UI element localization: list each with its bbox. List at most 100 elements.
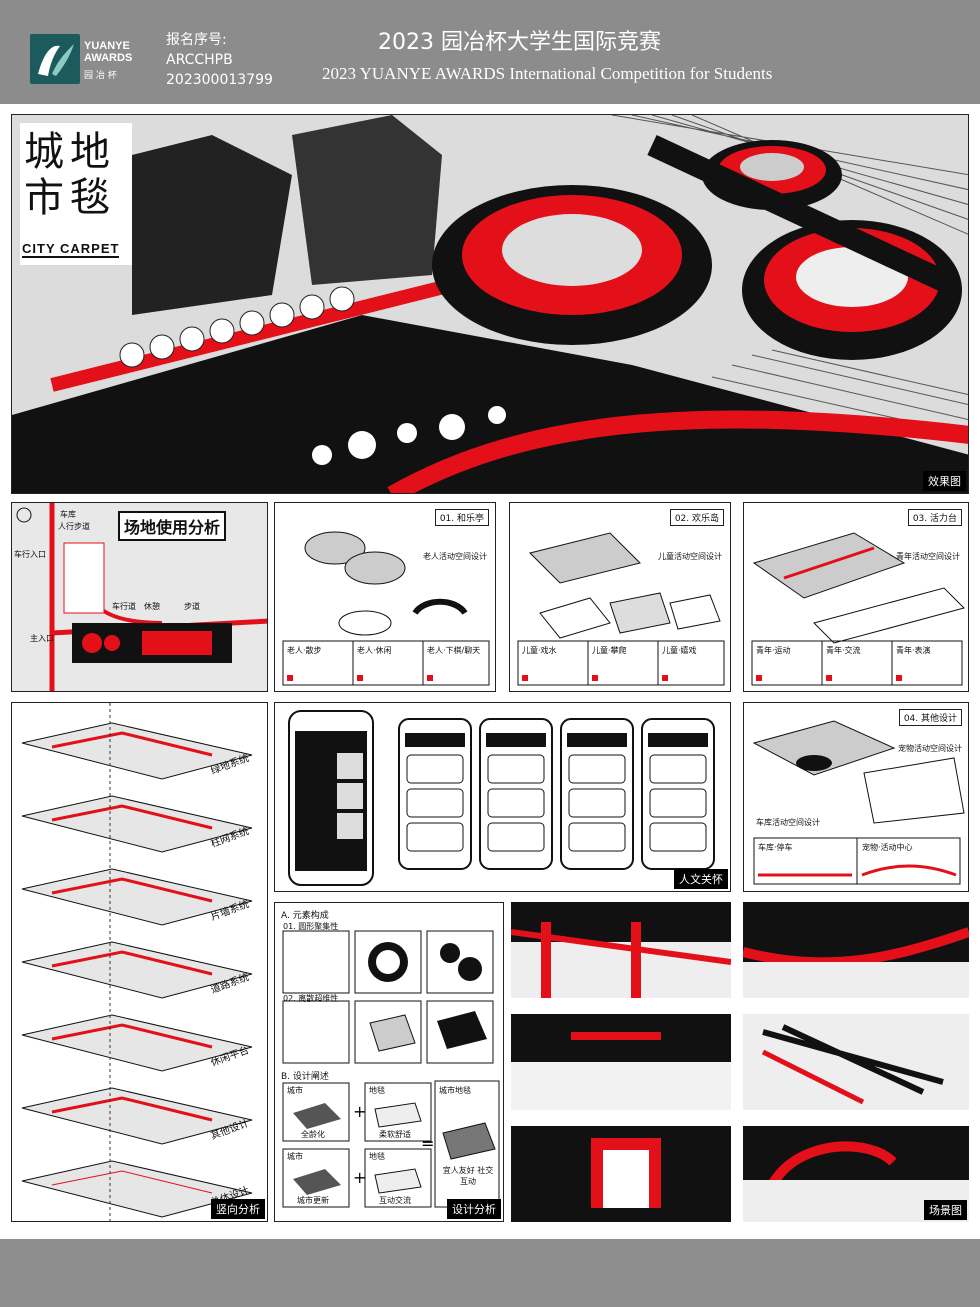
layer-plate [21,1014,253,1072]
reg-number: 202300013799 [166,72,273,88]
zone-sub-1-2: 老人·休闲 [357,646,392,655]
site-label-path: 步道 [184,602,200,611]
design-c4: 互动交流 [379,1196,411,1205]
site-label-main-entrance: 主入口 [30,634,54,643]
hero-rendering: 城地 市毯 CITY CARPET 效果图 [11,114,969,494]
logo-cn: 园 冶 杯 [84,71,117,81]
other-sub-2: 宠物·活动中心 [862,843,913,852]
phone-card [487,754,545,784]
site-label-rest: 休憩 [144,602,160,611]
hero-char-1: 城 [24,129,64,175]
logo-mark-icon [38,44,74,76]
vertical-analysis-panel: 绿地系统 柱网系统 片墙系统 道路系统 休闲平台 其他设计 总体设计 竖向分析 [11,702,268,1222]
logo-line1: YUANYE [84,40,130,52]
design-analysis-panel: + + = A. 元素构成 01. 圆形聚集性 02. 离散超维性 B. 设计阐… [274,902,504,1222]
zone-youth-illustration [751,532,965,686]
zone-sub-2-2: 儿童·攀爬 [592,646,627,655]
zone-sub-1-3: 老人·下棋/聊天 [427,646,481,655]
zone-number-3: 03. 活力台 [907,509,962,526]
scene-column-left [511,902,731,1222]
zone-sub-3-1: 青年·运动 [756,646,791,655]
hero-char-4: 毯 [70,175,110,221]
site-label-garage: 车库 [60,510,76,519]
zone-sub-2-1: 儿童·戏水 [522,646,557,655]
design-c1: 全龄化 [301,1130,325,1139]
layer-accent [51,1170,213,1194]
zone-desc-3: 青年活动空间设计 [896,552,960,561]
other-sub-1: 车库·停车 [758,843,793,852]
phone-card [649,822,707,852]
other-number: 04. 其他设计 [898,709,962,726]
zone-panel-youth: 03. 活力台 青年活动空间设计 青年·运动 青年·交流 青年·表演 [743,502,969,692]
registration-block: 报名序号: ARCCHPB 202300013799 [166,30,273,90]
phone-app-bar [486,733,546,747]
scene-tag: 场景图 [924,1200,967,1220]
phone-app-bar [405,733,465,747]
layer-plate [21,941,253,999]
vertical-tag: 竖向分析 [211,1199,265,1219]
design-c3: 城市更新 [297,1196,329,1205]
scene-column-right: 场景图 [743,902,969,1222]
phone-card [568,822,626,852]
competition-title-cn: 2023 园冶杯大学生国际竞赛 [378,30,661,55]
design-city-1: 城市 [287,1086,303,1095]
phone-card [568,788,626,818]
design-tag: 设计分析 [447,1199,501,1219]
zone-desc-1: 老人活动空间设计 [423,552,487,561]
scene-right-images [743,902,969,1222]
phone-card [487,788,545,818]
hero-tag: 效果图 [923,471,966,491]
humane-care-panel: 人文关怀 [274,702,731,892]
design-result: 宜人友好 社交互动 [442,1166,494,1186]
other-design-illustration [752,720,965,885]
site-label-walkway: 人行步道 [58,522,90,531]
phone-card [406,788,464,818]
zone-number-1: 01. 和乐亭 [434,509,489,526]
phone-app-bar [567,733,627,747]
header-bar: YUANYE AWARDS 园 冶 杯 报名序号: ARCCHPB 202300… [0,0,980,104]
design-a-title: A. 元素构成 [281,911,329,921]
site-analysis-panel: 场地使用分析 车库 人行步道 车行入口 车行道 休憩 步道 主入口 [11,502,268,692]
design-carpet-1: 地毯 [369,1086,385,1095]
layer-plate [21,795,253,853]
layer-accent [51,950,213,976]
other-design-panel: 04. 其他设计 宠物活动空间设计 车库活动空间设计 车库·停车 宠物·活动中心 [743,702,969,892]
layer-accent [51,877,213,903]
phone-card [487,822,545,852]
humane-tag: 人文关怀 [674,869,728,889]
site-label-car-entrance: 车行入口 [14,550,46,559]
zone-sub-2-3: 儿童·嬉戏 [662,646,697,655]
phone-card [568,754,626,784]
site-title: 场地使用分析 [118,511,227,541]
other-car: 车库活动空间设计 [756,818,820,827]
design-a1: 01. 圆形聚集性 [283,922,339,931]
zone-sub-3-3: 青年·表演 [896,646,931,655]
design-a2: 02. 离散超维性 [283,994,339,1003]
layer-plate [21,868,253,926]
svg-text:+: + [353,1102,366,1121]
layer-plate [21,1160,253,1218]
phone-app-bar [648,733,708,747]
phone-card [649,788,707,818]
reg-label: 报名序号: [166,32,227,48]
hero-title-en: CITY CARPET [22,241,120,258]
phone-card [406,822,464,852]
other-desc: 宠物活动空间设计 [898,744,962,753]
layer-accent [51,1096,213,1122]
logo-line2: AWARDS [84,52,133,64]
layer-plate [21,722,253,780]
hero-char-2: 地 [70,129,110,175]
scene-left-images [511,902,731,1222]
design-c2: 柔软舒适 [379,1130,411,1139]
zone-number-2: 02. 欢乐岛 [669,509,724,526]
design-b-title: B. 设计阐述 [281,1072,329,1082]
vertical-layers [21,703,253,1221]
zone-sub-1-1: 老人·散步 [287,646,322,655]
phone-card [406,754,464,784]
design-carpet-2: 地毯 [369,1152,385,1161]
layer-plate [21,1087,253,1145]
logo-text: YUANYE AWARDS [84,40,132,64]
zone-desc-2: 儿童活动空间设计 [658,552,722,561]
layer-accent [51,804,213,830]
footer-bar [0,1239,980,1307]
